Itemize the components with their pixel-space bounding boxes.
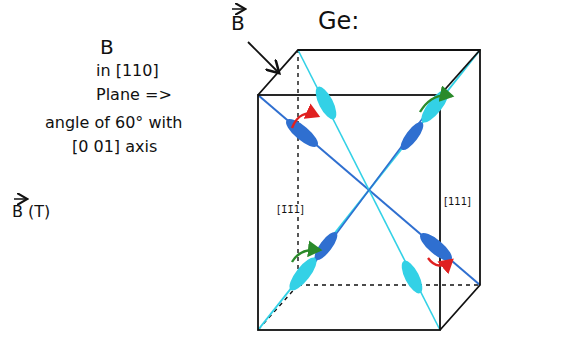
note-text: in [110] <box>96 62 159 80</box>
hidden-edges <box>258 50 480 330</box>
vector-arrow <box>232 8 244 10</box>
material-title: Ge: <box>318 8 359 34</box>
vector-arrow <box>14 198 26 200</box>
diagonal-111 <box>258 95 480 285</box>
red-arrow <box>292 114 318 128</box>
note-text: Plane => <box>96 86 172 104</box>
diagonal <box>298 50 440 330</box>
diagonal-11-1 <box>258 50 480 330</box>
red-arrow <box>428 258 452 266</box>
vector-label: B <box>231 12 245 34</box>
direction-label: [1̄1̄1] <box>276 204 305 215</box>
field-label: B <box>100 36 114 58</box>
direction-label: [111] <box>443 196 472 207</box>
axis-label: B (T) <box>12 203 50 221</box>
green-arrow <box>292 250 320 262</box>
diagonal <box>298 95 440 285</box>
green-arrow <box>420 95 452 112</box>
valley-ellipsoids <box>282 84 456 296</box>
note-text: [0 01] axis <box>72 138 157 156</box>
note-text: angle of 60° with <box>45 114 182 132</box>
field-arrow <box>248 42 278 72</box>
cube-edges <box>258 50 480 330</box>
